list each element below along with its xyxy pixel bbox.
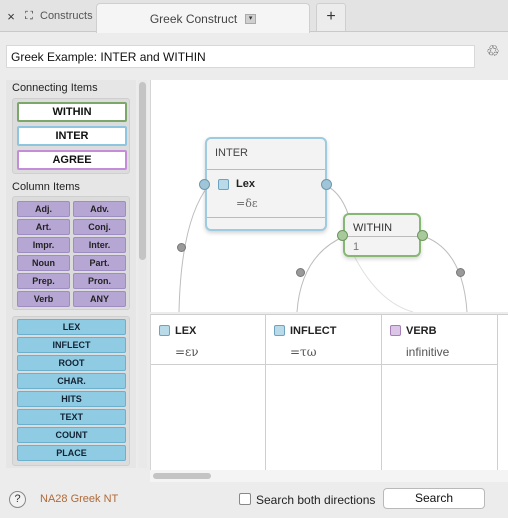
connecting-items-title: Connecting Items [12,82,98,94]
field-item[interactable]: HITS [17,391,126,407]
connector-handle[interactable] [296,268,305,277]
pos-item[interactable]: Art. [17,219,70,235]
construct-canvas[interactable]: INTER Lex =δε WITHIN 1 [150,80,508,312]
column-checkbox-icon[interactable] [159,325,170,336]
pos-item[interactable]: Noun [17,255,70,271]
grid-column-verb[interactable]: VERB infinitive [382,315,498,471]
search-both-directions-checkbox[interactable] [239,493,251,505]
pos-item[interactable]: Prep. [17,273,70,289]
within-left-port[interactable] [337,230,348,241]
constructs-tab-label: Constructs [40,10,93,22]
inter-node-title: INTER [215,147,248,159]
within-node-title: WITHIN [353,222,393,234]
lex-value: =δε [236,197,258,210]
help-icon[interactable]: ? [9,491,26,508]
column-checkbox-icon[interactable] [274,325,285,336]
scrollbar-thumb[interactable] [139,82,146,260]
lex-label: Lex [236,178,255,190]
result-columns: LEX =εν INFLECT =τω VERB infinitive [150,314,508,471]
palette-scrollbar[interactable] [138,80,147,468]
pos-item[interactable]: Adj. [17,201,70,217]
recycle-icon[interactable]: ♲ [486,43,500,60]
search-both-directions-label[interactable]: Search both directions [256,493,376,507]
tab-label: Greek Construct [149,11,238,26]
divider [207,169,325,170]
grid-column-header[interactable]: INFLECT =τω [266,315,381,365]
column-value: =τω [290,345,317,359]
agree-item[interactable]: AGREE [17,150,127,170]
field-item[interactable]: CHAR. [17,373,126,389]
within-distance[interactable]: 1 [353,241,360,253]
corpus-name[interactable]: NA28 Greek NT [40,493,119,505]
connector-line [422,235,468,312]
column-items-group: Adj. Adv. Art. Conj. Impr. Inter. Noun P… [12,196,130,310]
connecting-items-group: WITHIN INTER AGREE [12,98,130,174]
within-node[interactable]: WITHIN 1 [343,213,421,257]
field-item[interactable]: TEXT [17,409,126,425]
tab-greek-construct[interactable]: Greek Construct ▾ [96,3,310,33]
close-icon[interactable]: × [7,8,15,24]
add-tab-button[interactable]: + [316,3,346,31]
lex-checkbox-icon[interactable] [218,179,229,190]
grid-column-inflect[interactable]: INFLECT =τω [266,315,382,471]
item-palette: Connecting Items WITHIN INTER AGREE Colu… [6,80,136,468]
field-items-group: LEX INFLECT ROOT CHAR. HITS TEXT COUNT P… [12,316,130,466]
chevron-down-icon[interactable]: ▾ [245,13,257,24]
inter-left-port[interactable] [199,179,210,190]
column-value: =εν [175,345,199,359]
divider [345,236,419,237]
column-checkbox-icon[interactable] [390,325,401,336]
tab-bar: × ⛶ Constructs Greek Construct ▾ + [0,0,508,33]
scrollbar-thumb[interactable] [153,473,211,479]
pos-item[interactable]: Verb [17,291,70,307]
pos-item[interactable]: Pron. [73,273,126,289]
column-label: VERB [406,325,437,337]
pos-item[interactable]: Adv. [73,201,126,217]
column-label: LEX [175,325,197,337]
field-item[interactable]: COUNT [17,427,126,443]
inter-item[interactable]: INTER [17,126,127,146]
pos-item[interactable]: Impr. [17,237,70,253]
field-item[interactable]: PLACE [17,445,126,461]
search-button[interactable]: Search [383,488,485,509]
inter-node[interactable]: INTER Lex =δε [205,137,327,231]
construct-title-field[interactable]: Greek Example: INTER and WITHIN [6,45,475,68]
grid-column-header[interactable]: VERB infinitive [382,315,497,365]
grid-horizontal-scrollbar[interactable] [150,470,508,482]
grid-column-header[interactable]: LEX =εν [151,315,265,365]
divider [207,217,325,218]
pos-item[interactable]: Inter. [73,237,126,253]
grid-column-lex[interactable]: LEX =εν [151,315,266,471]
pos-item[interactable]: ANY [73,291,126,307]
column-value: infinitive [406,345,450,359]
field-item[interactable]: ROOT [17,355,126,371]
expand-icon[interactable]: ⛶ [25,9,33,22]
column-label: INFLECT [290,325,337,337]
connector-line [296,235,346,312]
connector-line [178,184,210,312]
connector-handle[interactable] [456,268,465,277]
within-right-port[interactable] [417,230,428,241]
inter-lex-item[interactable]: Lex =δε [215,175,317,215]
pos-item[interactable]: Conj. [73,219,126,235]
constructs-panel-tab[interactable]: × ⛶ Constructs [0,0,96,32]
field-item[interactable]: INFLECT [17,337,126,353]
field-item[interactable]: LEX [17,319,126,335]
connector-handle[interactable] [177,243,186,252]
pos-item[interactable]: Part. [73,255,126,271]
inter-right-port[interactable] [321,179,332,190]
column-items-title: Column Items [12,181,80,193]
within-item[interactable]: WITHIN [17,102,127,122]
